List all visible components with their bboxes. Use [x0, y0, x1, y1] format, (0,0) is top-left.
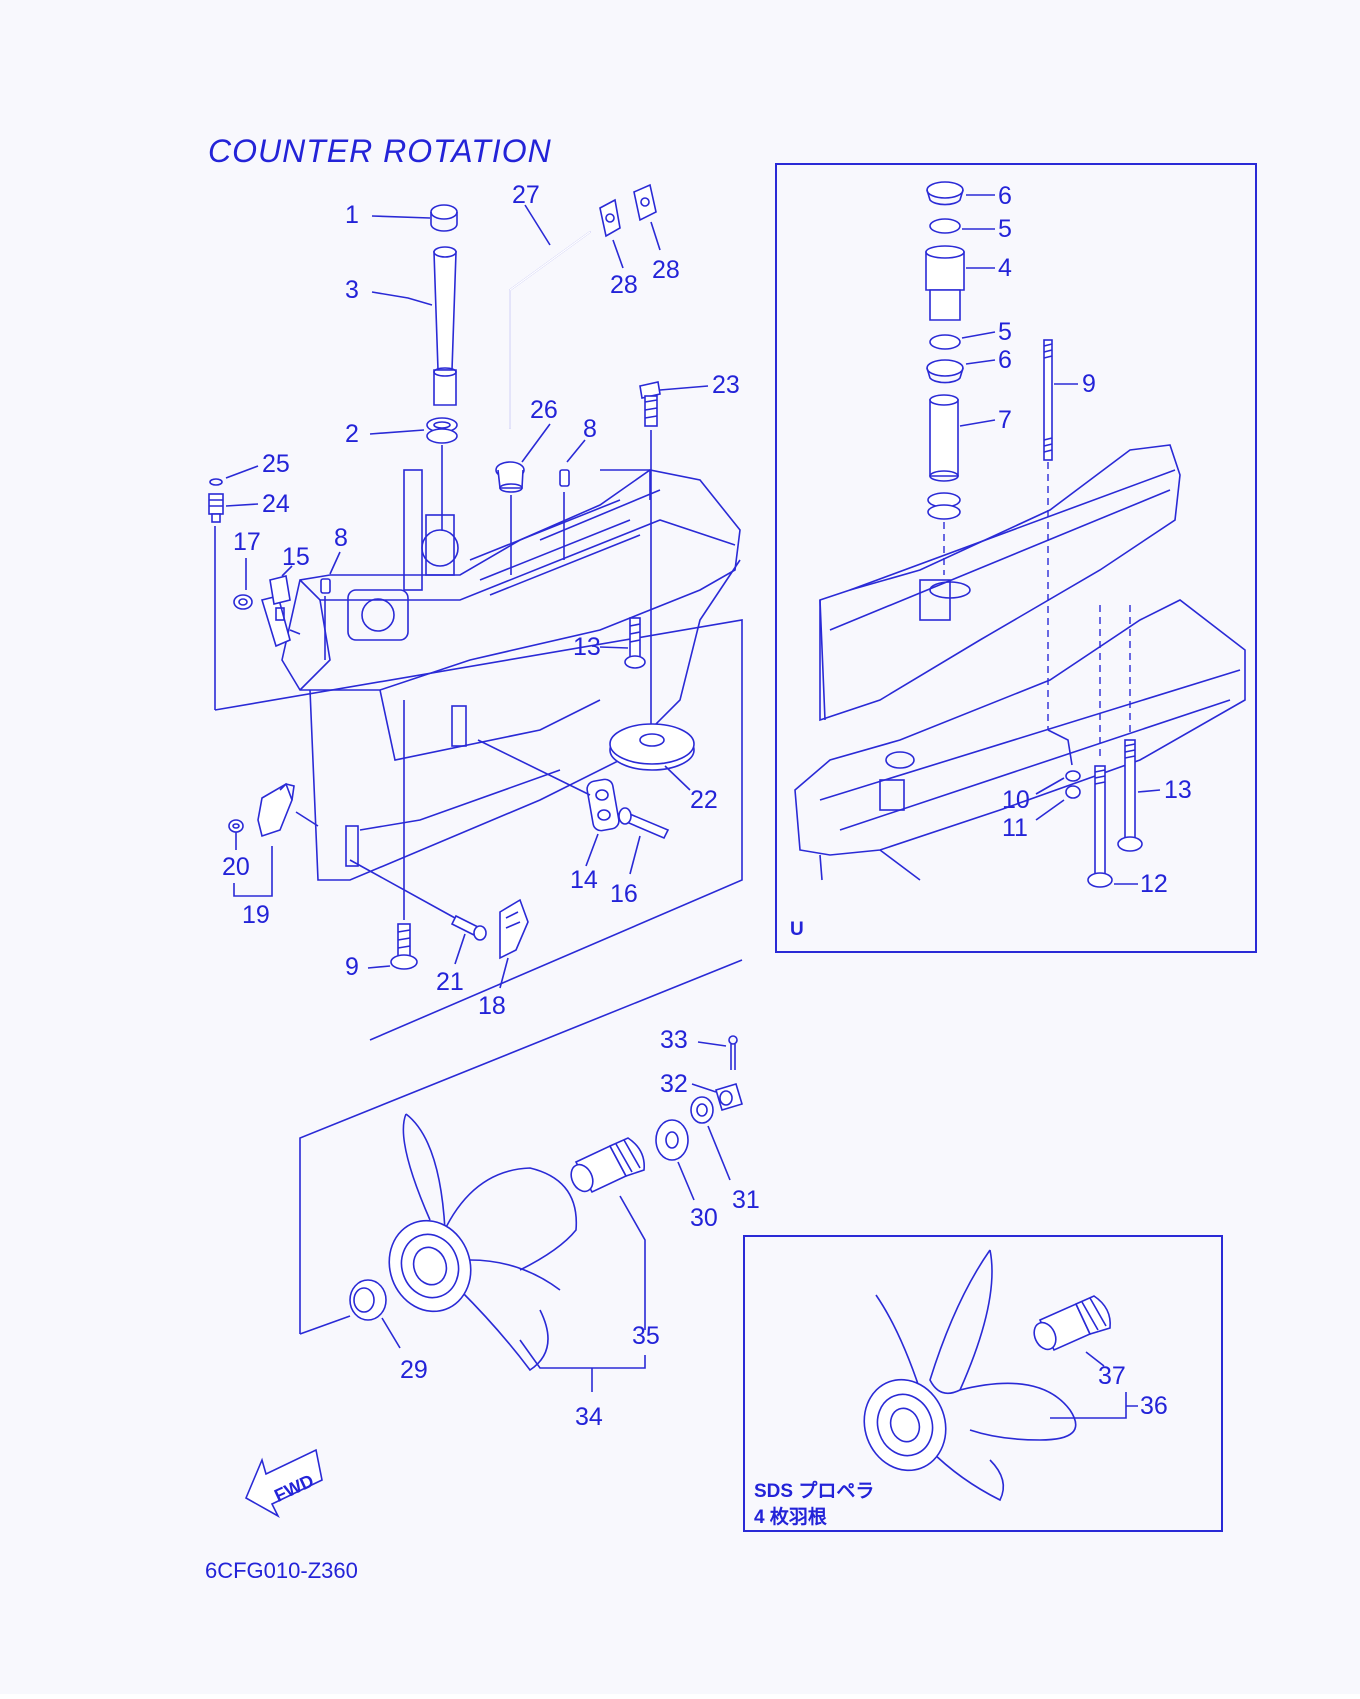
part-21-screw: [450, 914, 487, 941]
inset-u-tag: U: [790, 919, 804, 940]
part-18-trim-tab: [499, 898, 529, 960]
part-2-grommet: [426, 417, 458, 444]
lower-casing-main: [214, 469, 743, 1041]
part-35-spacer: [570, 1137, 645, 1194]
fwd-arrow-icon: [244, 1448, 323, 1518]
callout-3: 3: [345, 276, 359, 304]
inset-u-frame: [775, 163, 1257, 953]
u-callout-13: 13: [1164, 776, 1192, 804]
u-callout-5a: 5: [998, 215, 1012, 243]
inset-sds-line1: SDS プロペラ: [754, 1479, 874, 1502]
inset-u-casing: [794, 444, 1246, 881]
callout-8a: 8: [583, 415, 597, 443]
part-25-o-ring: [209, 478, 223, 486]
callout-27: 27: [512, 181, 540, 209]
callout-25: 25: [262, 450, 290, 478]
u-callout-6b: 6: [998, 346, 1012, 374]
part-24-fitting: [208, 493, 224, 523]
u-callout-11: 11: [1002, 814, 1028, 842]
callout-2: 2: [345, 420, 359, 448]
drawing-code: 6CFG010-Z360: [205, 1558, 358, 1583]
inset-u-part-6-bottom: [926, 359, 964, 384]
callout-1: 1: [345, 201, 359, 229]
u-callout-9: 9: [1082, 370, 1096, 398]
callout-8b: 8: [334, 524, 348, 552]
inset-u-part-13-bolt: [1117, 739, 1143, 852]
callout-13: 13: [573, 633, 601, 661]
part-30-washer: [655, 1119, 689, 1161]
callout-28b: 28: [652, 256, 680, 284]
part-14-grommet: [586, 778, 620, 832]
part-26-grommet: [495, 461, 525, 493]
callout-35: 35: [632, 1322, 660, 1350]
callout-21: 21: [436, 968, 464, 996]
u-callout-10: 10: [1002, 786, 1030, 814]
callout-24: 24: [262, 490, 290, 518]
sds-callout-36: 36: [1140, 1392, 1168, 1420]
inset-u-grommet: [927, 492, 961, 520]
callout-22: 22: [690, 786, 718, 814]
inset-sds-frame: [743, 1235, 1223, 1532]
callout-33: 33: [660, 1026, 688, 1054]
part-29-thrust-washer: [349, 1279, 387, 1321]
part-8-dowel-left: [320, 578, 331, 594]
part-32-nut: [715, 1083, 743, 1111]
part-15-bracket: [260, 575, 291, 648]
callout-18: 18: [478, 992, 506, 1020]
callout-17: 17: [233, 528, 261, 556]
inset-sds-propeller: [863, 1249, 1077, 1502]
part-9-bolt: [390, 923, 418, 970]
part-22-plate: [609, 723, 695, 771]
callout-16: 16: [610, 880, 638, 908]
inset-u-part-7-sleeve: [929, 394, 959, 482]
inset-u-part-4-sleeve: [925, 245, 965, 321]
part-20-nut: [228, 819, 244, 833]
callout-31: 31: [732, 1186, 760, 1214]
u-callout-5b: 5: [998, 318, 1012, 346]
callout-28a: 28: [610, 271, 638, 299]
callout-19: 19: [242, 901, 270, 929]
part-23-bolt: [639, 381, 661, 427]
callout-29: 29: [400, 1356, 428, 1384]
callout-14: 14: [570, 866, 598, 894]
inset-u-part-6-top: [926, 181, 964, 206]
callout-23: 23: [712, 371, 740, 399]
inset-sds-line2: 4 枚羽根: [754, 1505, 827, 1528]
callout-20: 20: [222, 853, 250, 881]
u-callout-7: 7: [998, 406, 1012, 434]
part-28-clip-b: [633, 183, 657, 222]
u-callout-12: 12: [1140, 870, 1168, 898]
callout-30: 30: [690, 1204, 718, 1232]
u-callout-6a: 6: [998, 182, 1012, 210]
callout-32: 32: [660, 1070, 688, 1098]
u-callout-4: 4: [998, 254, 1012, 282]
part-19-anode: [257, 782, 295, 838]
inset-u-part-11-nut: [1065, 785, 1081, 799]
inset-u-part-5-top: [929, 218, 961, 234]
diagram-title: COUNTER ROTATION: [208, 133, 552, 169]
part-13-bolt: [624, 617, 646, 669]
inset-u-part-10-washer: [1065, 770, 1081, 782]
part-31-washer: [690, 1096, 714, 1124]
part-3-water-tube: [433, 246, 457, 406]
part-34-propeller: [388, 1113, 578, 1372]
inset-u-part-9-stud: [1043, 339, 1053, 461]
part-8-dowel-top: [559, 469, 570, 487]
part-16-bolt: [618, 807, 670, 840]
part-1-seal-ring: [430, 204, 458, 232]
part-17-nut: [233, 594, 253, 610]
part-33-cotter-pin: [728, 1035, 738, 1070]
part-28-clip-a: [599, 198, 621, 238]
callout-9: 9: [345, 953, 359, 981]
sds-callout-37: 37: [1098, 1362, 1126, 1390]
inset-u-part-5-bottom: [929, 334, 961, 350]
callout-15: 15: [282, 543, 310, 571]
callout-34: 34: [575, 1403, 603, 1431]
callout-26: 26: [530, 396, 558, 424]
inset-u-part-12-bolt: [1087, 765, 1113, 888]
inset-sds-part-37-spacer: [1033, 1295, 1111, 1352]
